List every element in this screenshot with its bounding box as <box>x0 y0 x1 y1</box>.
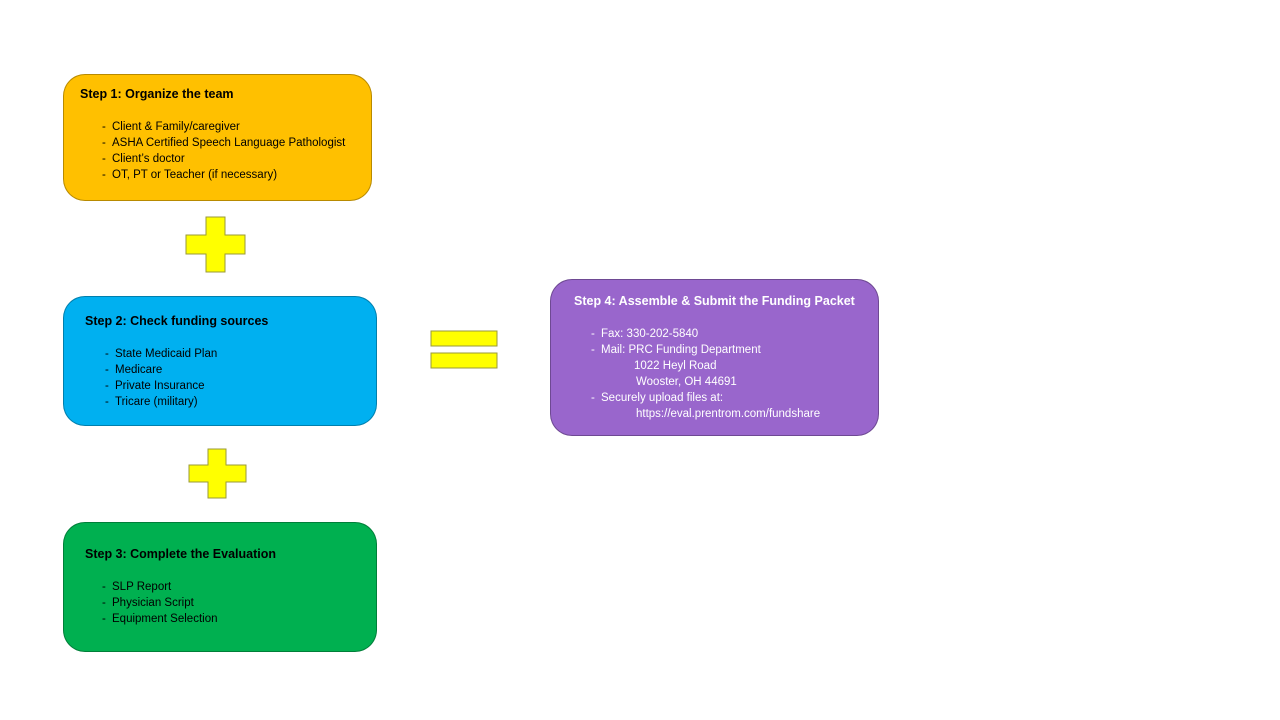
step4-title: Step 4: Assemble & Submit the Funding Pa… <box>574 294 855 308</box>
step2-box: Step 2: Check funding sources -State Med… <box>63 296 377 426</box>
fax-line: -Fax: 330-202-5840 <box>591 328 699 340</box>
step3-box: Step 3: Complete the Evaluation -SLP Rep… <box>63 522 377 652</box>
step1-title: Step 1: Organize the team <box>80 87 234 101</box>
step1-list: -Client & Family/caregiver -ASHA Certifi… <box>102 119 345 183</box>
plus-icon <box>188 448 247 499</box>
mail-line: -Mail: PRC Funding Department <box>591 344 761 356</box>
step2-list: -State Medicaid Plan -Medicare -Private … <box>105 346 217 410</box>
list-item: -Tricare (military) <box>105 396 198 408</box>
step2-title: Step 2: Check funding sources <box>85 314 269 328</box>
address-line-1: 1022 Heyl Road <box>634 360 717 372</box>
list-item: -Physician Script <box>102 597 194 609</box>
address-line-2: Wooster, OH 44691 <box>636 376 737 388</box>
list-item: -OT, PT or Teacher (if necessary) <box>102 169 278 181</box>
upload-url: https://eval.prentrom.com/fundshare <box>636 408 821 420</box>
list-item: -ASHA Certified Speech Language Patholog… <box>102 137 346 149</box>
step4-list: -Fax: 330-202-5840 -Mail: PRC Funding De… <box>591 326 820 422</box>
list-item: -Equipment Selection <box>102 613 218 625</box>
list-item: -State Medicaid Plan <box>105 348 218 360</box>
step4-box: Step 4: Assemble & Submit the Funding Pa… <box>550 279 879 436</box>
list-item: -Client’s doctor <box>102 153 185 165</box>
step3-list: -SLP Report -Physician Script -Equipment… <box>102 579 217 627</box>
list-item: -Private Insurance <box>105 380 205 392</box>
upload-line: -Securely upload files at: <box>591 392 724 404</box>
plus-icon <box>185 216 246 273</box>
step3-title: Step 3: Complete the Evaluation <box>85 547 277 561</box>
list-item: -Client & Family/caregiver <box>102 121 240 133</box>
list-item: -SLP Report <box>102 581 172 593</box>
list-item: -Medicare <box>105 364 163 376</box>
equals-icon <box>430 330 498 369</box>
step1-box: Step 1: Organize the team -Client & Fami… <box>63 74 372 201</box>
